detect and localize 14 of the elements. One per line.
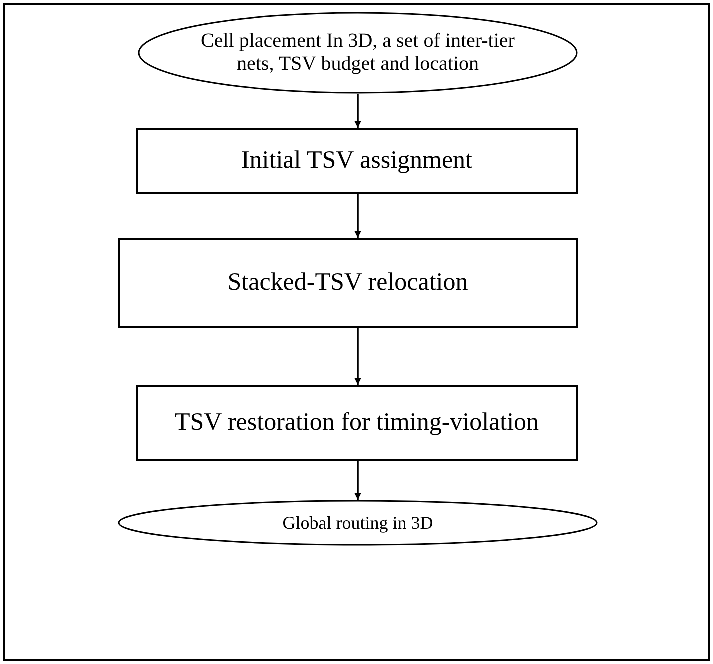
process-box — [136, 385, 578, 461]
process-box — [136, 128, 578, 194]
node-label: Global routing in 3D — [282, 512, 434, 534]
node-label: Initial TSV assignment — [241, 146, 473, 176]
terminal-ellipse — [138, 12, 578, 94]
node-label: Cell placement In 3D, a set of inter-tier nets, TSV budget and location — [200, 30, 516, 76]
node-label: Stacked-TSV relocation — [228, 268, 468, 298]
arrow — [354, 461, 362, 500]
arrow — [354, 328, 362, 385]
arrow — [354, 194, 362, 238]
node-label: TSV restoration for timing-violation — [174, 408, 540, 438]
arrow — [354, 94, 362, 128]
terminal-ellipse — [118, 500, 598, 546]
process-box — [118, 238, 578, 328]
